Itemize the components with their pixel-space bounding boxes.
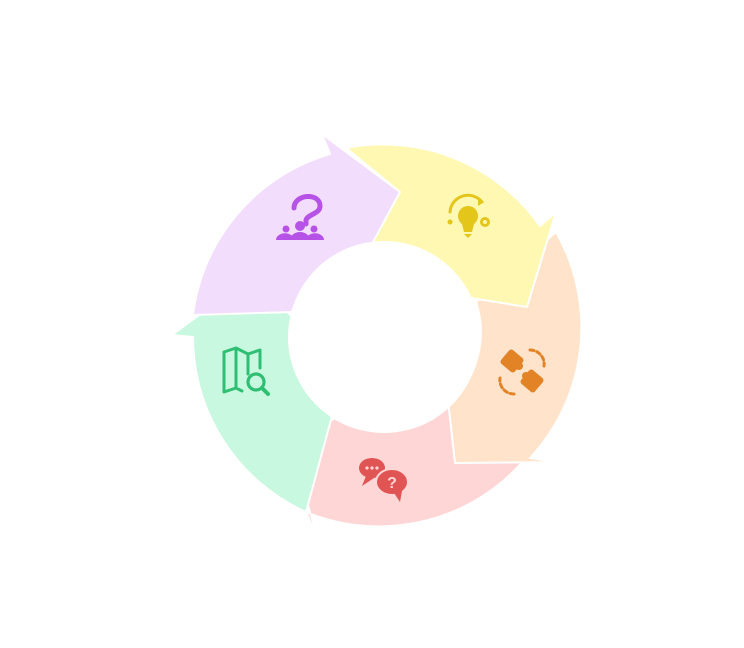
lightbulb-idea-icon bbox=[447, 193, 490, 238]
svg-text:?: ? bbox=[387, 475, 397, 492]
map-search-icon bbox=[222, 346, 270, 396]
question-chat-icon: ? bbox=[359, 458, 409, 502]
segment-collaboration bbox=[445, 231, 583, 464]
people-question-icon bbox=[276, 194, 324, 240]
puzzle-exchange-icon bbox=[498, 348, 546, 396]
center-hub bbox=[288, 241, 480, 433]
